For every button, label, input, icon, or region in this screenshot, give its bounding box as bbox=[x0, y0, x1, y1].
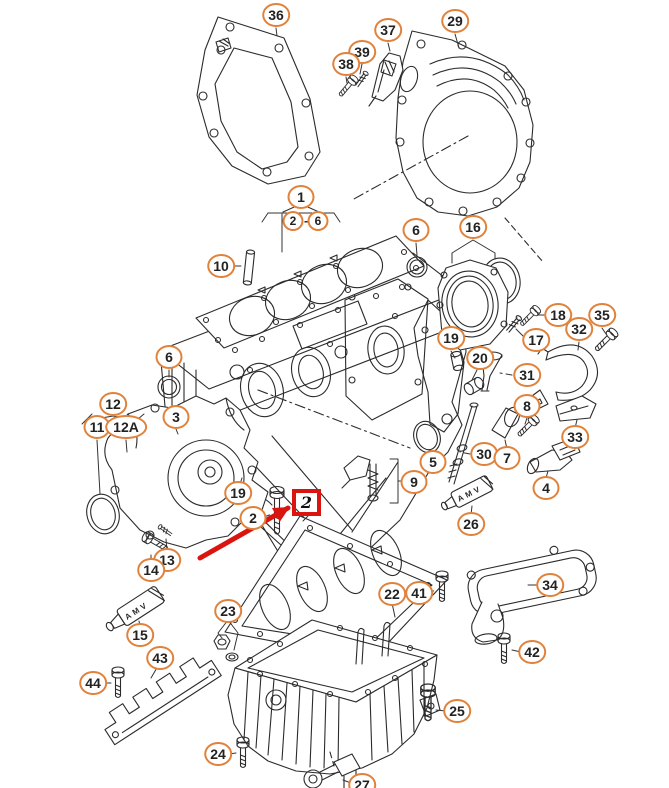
part-seal-ring-6-right bbox=[406, 256, 428, 278]
part-plate-29 bbox=[351, 30, 544, 263]
callout-19: 19 bbox=[224, 481, 252, 505]
part-dowel-19-right bbox=[450, 350, 465, 372]
callout-5: 5 bbox=[419, 450, 447, 474]
highlight-annotation bbox=[197, 505, 291, 561]
callout-38: 38 bbox=[332, 52, 360, 76]
callout-2: 2 bbox=[239, 506, 267, 530]
callout-35: 35 bbox=[588, 303, 616, 327]
part-guide-tube-30 bbox=[447, 402, 479, 485]
callout-37: 37 bbox=[374, 18, 402, 42]
callout-30: 30 bbox=[470, 442, 498, 466]
callout--: - bbox=[304, 214, 308, 228]
callout-15: 15 bbox=[126, 623, 154, 647]
callout-6: 6 bbox=[155, 345, 183, 369]
callout-23: 23 bbox=[214, 599, 242, 623]
part-dowel-pin-10 bbox=[242, 249, 256, 286]
callout-20: 20 bbox=[466, 346, 494, 370]
callout-29: 29 bbox=[441, 9, 469, 33]
callout-12A: 12A bbox=[105, 415, 147, 439]
callout-10: 10 bbox=[207, 254, 235, 278]
callout-32: 32 bbox=[565, 317, 593, 341]
callout-6: 6 bbox=[307, 211, 329, 231]
callout-22: 22 bbox=[378, 582, 406, 606]
highlight-arrow bbox=[197, 505, 291, 561]
callout-33: 33 bbox=[561, 425, 589, 449]
part-sealant-tube-26: AMV bbox=[440, 475, 494, 511]
callout-17: 17 bbox=[522, 328, 550, 352]
callout-27: 27 bbox=[348, 773, 376, 788]
callout-18: 18 bbox=[544, 303, 572, 327]
part-oil-pan-22 bbox=[227, 619, 441, 775]
part-gasket-36 bbox=[196, 16, 321, 185]
callout-31: 31 bbox=[513, 363, 541, 387]
callout-8: 8 bbox=[513, 394, 541, 418]
callout-7: 7 bbox=[493, 446, 521, 470]
part-head-gasket bbox=[195, 235, 425, 349]
callout-42: 42 bbox=[518, 640, 546, 664]
callout-12: 12 bbox=[99, 392, 127, 416]
callout-2: 2 bbox=[282, 211, 304, 231]
part-baffle-43 bbox=[104, 657, 222, 746]
part-bracket-37 bbox=[368, 52, 404, 107]
part-drain-plug-23 bbox=[213, 634, 239, 662]
callout-36: 36 bbox=[262, 3, 290, 27]
callout-19: 19 bbox=[437, 326, 465, 350]
part-plate-33 bbox=[555, 395, 597, 422]
callout-24: 24 bbox=[204, 742, 232, 766]
callout-41: 41 bbox=[405, 581, 433, 605]
callout-6: 6 bbox=[402, 218, 430, 242]
callout-9: 9 bbox=[400, 470, 428, 494]
part-pickup-34 bbox=[466, 545, 597, 645]
assembly-bracket bbox=[261, 203, 341, 253]
callout-1: 1 bbox=[287, 185, 315, 209]
callout-14: 14 bbox=[137, 558, 165, 582]
callout-43: 43 bbox=[146, 646, 174, 670]
callout-34: 34 bbox=[536, 573, 564, 597]
part-seal-11 bbox=[86, 493, 120, 535]
callout-4: 4 bbox=[532, 476, 560, 500]
callout-44: 44 bbox=[79, 671, 107, 695]
part-oil-pump-12A bbox=[104, 395, 269, 549]
part-bushing-20 bbox=[463, 376, 485, 396]
callout-26: 26 bbox=[457, 512, 485, 536]
callout-16: 16 bbox=[459, 215, 487, 239]
highlight-box: 2 bbox=[292, 489, 321, 516]
part-sealant-tube-15: AMV bbox=[105, 586, 166, 632]
callout-25: 25 bbox=[443, 699, 471, 723]
callout-3: 3 bbox=[162, 405, 190, 429]
part-oil-nozzle-9 bbox=[341, 455, 379, 502]
